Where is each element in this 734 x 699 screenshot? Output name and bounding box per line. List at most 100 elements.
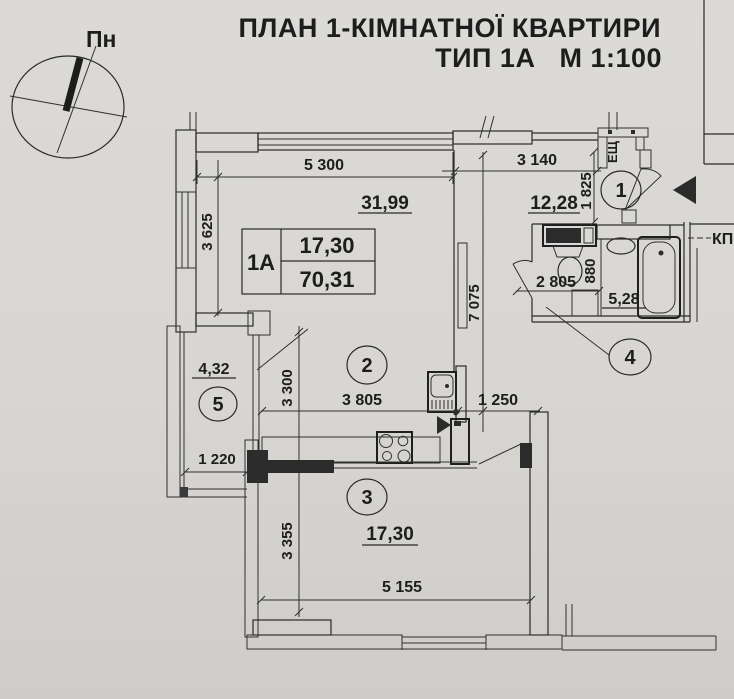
wall-bottom-chk-right: [485, 634, 563, 650]
table-type: 1А: [247, 250, 275, 275]
dim-hall-top-label: 3 140: [517, 152, 557, 169]
balcony-bottom-window: [180, 488, 247, 498]
balcony-window-end: [180, 487, 188, 497]
room-4-circle: [608, 338, 652, 376]
window-bottom: [401, 635, 487, 650]
exterior-wall-left: [175, 129, 197, 333]
title-line-2: ТИП 1А М 1:100: [435, 43, 662, 73]
dim-balcony-label: 1 220: [198, 451, 236, 468]
bathtub-inner: [642, 241, 676, 314]
dim-nook-bottom-label: 1 250: [478, 392, 518, 409]
bathroom-door-swing: [512, 259, 533, 299]
room3-left-wall: [244, 439, 259, 638]
vent-diamond-icon: [452, 408, 460, 416]
toilet-icon: [557, 256, 583, 286]
dim-kitchen-bottom-label: 3 805: [342, 392, 382, 409]
room-3-labels: 3 17,30 5 155: [256, 478, 536, 605]
entry-arrow-icon: [673, 176, 696, 204]
dim-bath-bottom-label: 2 805: [536, 274, 576, 291]
partition-block-mid: [258, 460, 334, 473]
room-3-area-label: 17,30: [366, 524, 414, 545]
room-5-number: 5: [212, 394, 223, 416]
dim-bath-bottom: 2 805: [512, 274, 604, 296]
stove-icon: [376, 431, 413, 464]
bath-cabinet: [571, 289, 599, 317]
door-frame-mark-2: [631, 130, 635, 134]
compass: Пн: [9, 26, 128, 159]
dim-room3-left-label: 3 355: [279, 522, 296, 560]
dim-balcony-line: [180, 467, 252, 477]
room-1-badge: 1: [600, 170, 642, 210]
adjacent-unit-walls: [690, 0, 734, 225]
dim-living-left: 3 625: [196, 160, 226, 318]
balcony: 4,32 5 1 220: [166, 310, 309, 498]
exterior-wall-bottom: [246, 604, 717, 651]
burner-1: [379, 434, 393, 448]
kitchen-sink-basin: [430, 374, 454, 398]
table-living-area: 17,30: [299, 233, 354, 258]
dim-kitchen-bottom: 3 805 1 250: [257, 392, 543, 416]
room-4-number: 4: [624, 347, 636, 369]
room-4-area: 5,28: [602, 291, 646, 309]
balcony-top-wall: [195, 312, 254, 327]
kitchen-fixtures: [261, 371, 470, 465]
dim-room3-bottom-label: 5 155: [382, 579, 422, 596]
kitchen-sink-icon: [427, 371, 457, 413]
wall-top-thin: [532, 132, 598, 141]
bathtub-icon: [637, 236, 681, 319]
table-total-area: 70,31: [299, 267, 354, 292]
dim-depth-label: 7 075: [466, 284, 483, 322]
vestibule-threshold: [621, 209, 637, 224]
dim-hall-right: 1 825: [578, 147, 599, 227]
room-1-number: 1: [615, 180, 626, 202]
balcony-door-leaf: [256, 328, 309, 371]
room-4-leader: [545, 306, 610, 356]
dim-living-left-line: [196, 160, 226, 318]
section-cut-ticks: [189, 112, 618, 139]
room-5-area-label: 4,32: [198, 361, 229, 378]
apartment-info-table: 1А 17,30 70,31: [241, 228, 376, 295]
bathroom-right-wall: [670, 222, 691, 322]
balcony-glazing: [252, 335, 260, 452]
door-hinge-block: [520, 443, 532, 468]
room-2-area-label: 31,99: [361, 193, 409, 214]
dim-hall-right-line: [589, 147, 599, 227]
room-2-area: 31,99: [358, 193, 412, 214]
dim-kitchen-bottom-line: [257, 406, 543, 416]
vestibule-left-jamb: [597, 136, 608, 169]
utility-callout: КП: [688, 231, 733, 248]
dim-living-left-label: 3 625: [199, 213, 216, 251]
room-1-circle: [600, 170, 642, 210]
room-2-badge: 2: [346, 345, 388, 385]
compass-north-label: Пн: [86, 26, 116, 52]
title-line-1: ПЛАН 1-КІМНАТНОЇ КВАРТИРИ: [238, 13, 661, 43]
direction-triangle-icon: [437, 416, 451, 434]
room-4-badge: 4: [545, 306, 652, 376]
room-1-area-label: 12,28: [530, 193, 578, 214]
washbasin-icon: [606, 237, 636, 255]
dim-hall-top: 3 140: [442, 152, 602, 176]
dim-room3-bottom-line: [256, 595, 536, 605]
vestibule-right-jamb: [639, 149, 652, 169]
exterior-wall-top: [189, 112, 618, 153]
wall-top-hatch-right: [452, 130, 533, 145]
window-top-panes: [258, 138, 453, 146]
room-1-area: 12,28: [528, 193, 580, 214]
entry-vestibule: ЕЩ: [597, 127, 662, 224]
room-3-number: 3: [361, 487, 372, 509]
burner-2: [397, 435, 409, 447]
room-2-circle: [346, 345, 388, 385]
room-3-circle: [346, 478, 388, 516]
adjacent-unit-lines: [703, 0, 734, 165]
electro-box-label: ЕЩ: [605, 140, 620, 163]
partition-screen: [457, 242, 468, 329]
room3-door-leaf: [478, 443, 522, 465]
washing-machine-panel: [583, 227, 594, 244]
kitchen-sink-drain: [445, 384, 449, 388]
dim-living-top: 5 300: [192, 152, 458, 184]
room-5-circle: [198, 386, 238, 422]
dim-living-top-label: 5 300: [304, 157, 344, 174]
compass-circle: [11, 55, 125, 159]
